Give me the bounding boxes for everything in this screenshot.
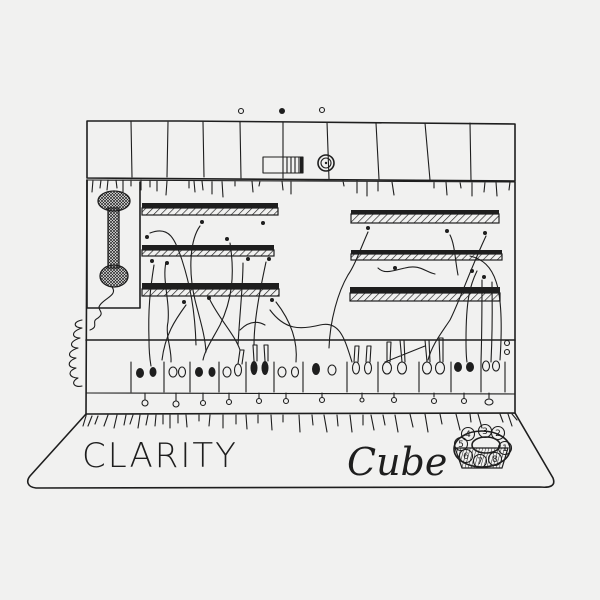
dial-number: 8: [492, 455, 498, 465]
jack-panel: [85, 337, 516, 408]
indicator-light-right: [318, 106, 326, 114]
dial-number: 3: [482, 427, 488, 437]
indicator-light-center: [279, 108, 285, 114]
indicator-lights: [237, 106, 326, 115]
rotary-dial-icon: 1 2 3 4 5 6 7 8: [453, 423, 513, 469]
slider-switch: [262, 156, 304, 174]
dial-number: 5: [458, 440, 464, 450]
dial-number: 6: [463, 452, 469, 462]
brand-word-clarity: CLARITY: [82, 436, 238, 476]
dial-number: 4: [465, 430, 471, 440]
round-knob: [317, 154, 335, 172]
jack-plugs: [136, 337, 501, 378]
keyboard-shelf: [26, 412, 555, 489]
top-panel: [86, 120, 516, 198]
dial-number: 1: [502, 444, 508, 454]
telephone-handset-icon: [68, 190, 131, 387]
patch-cords: [148, 225, 502, 367]
dial-number: 7: [477, 457, 483, 467]
indicator-light-left: [237, 107, 245, 115]
dial-number: 2: [495, 429, 501, 439]
left-bars: [141, 203, 280, 297]
jack-keys: [141, 339, 511, 408]
right-bars: [349, 210, 503, 302]
brand-word-cube: Cube: [347, 440, 447, 484]
